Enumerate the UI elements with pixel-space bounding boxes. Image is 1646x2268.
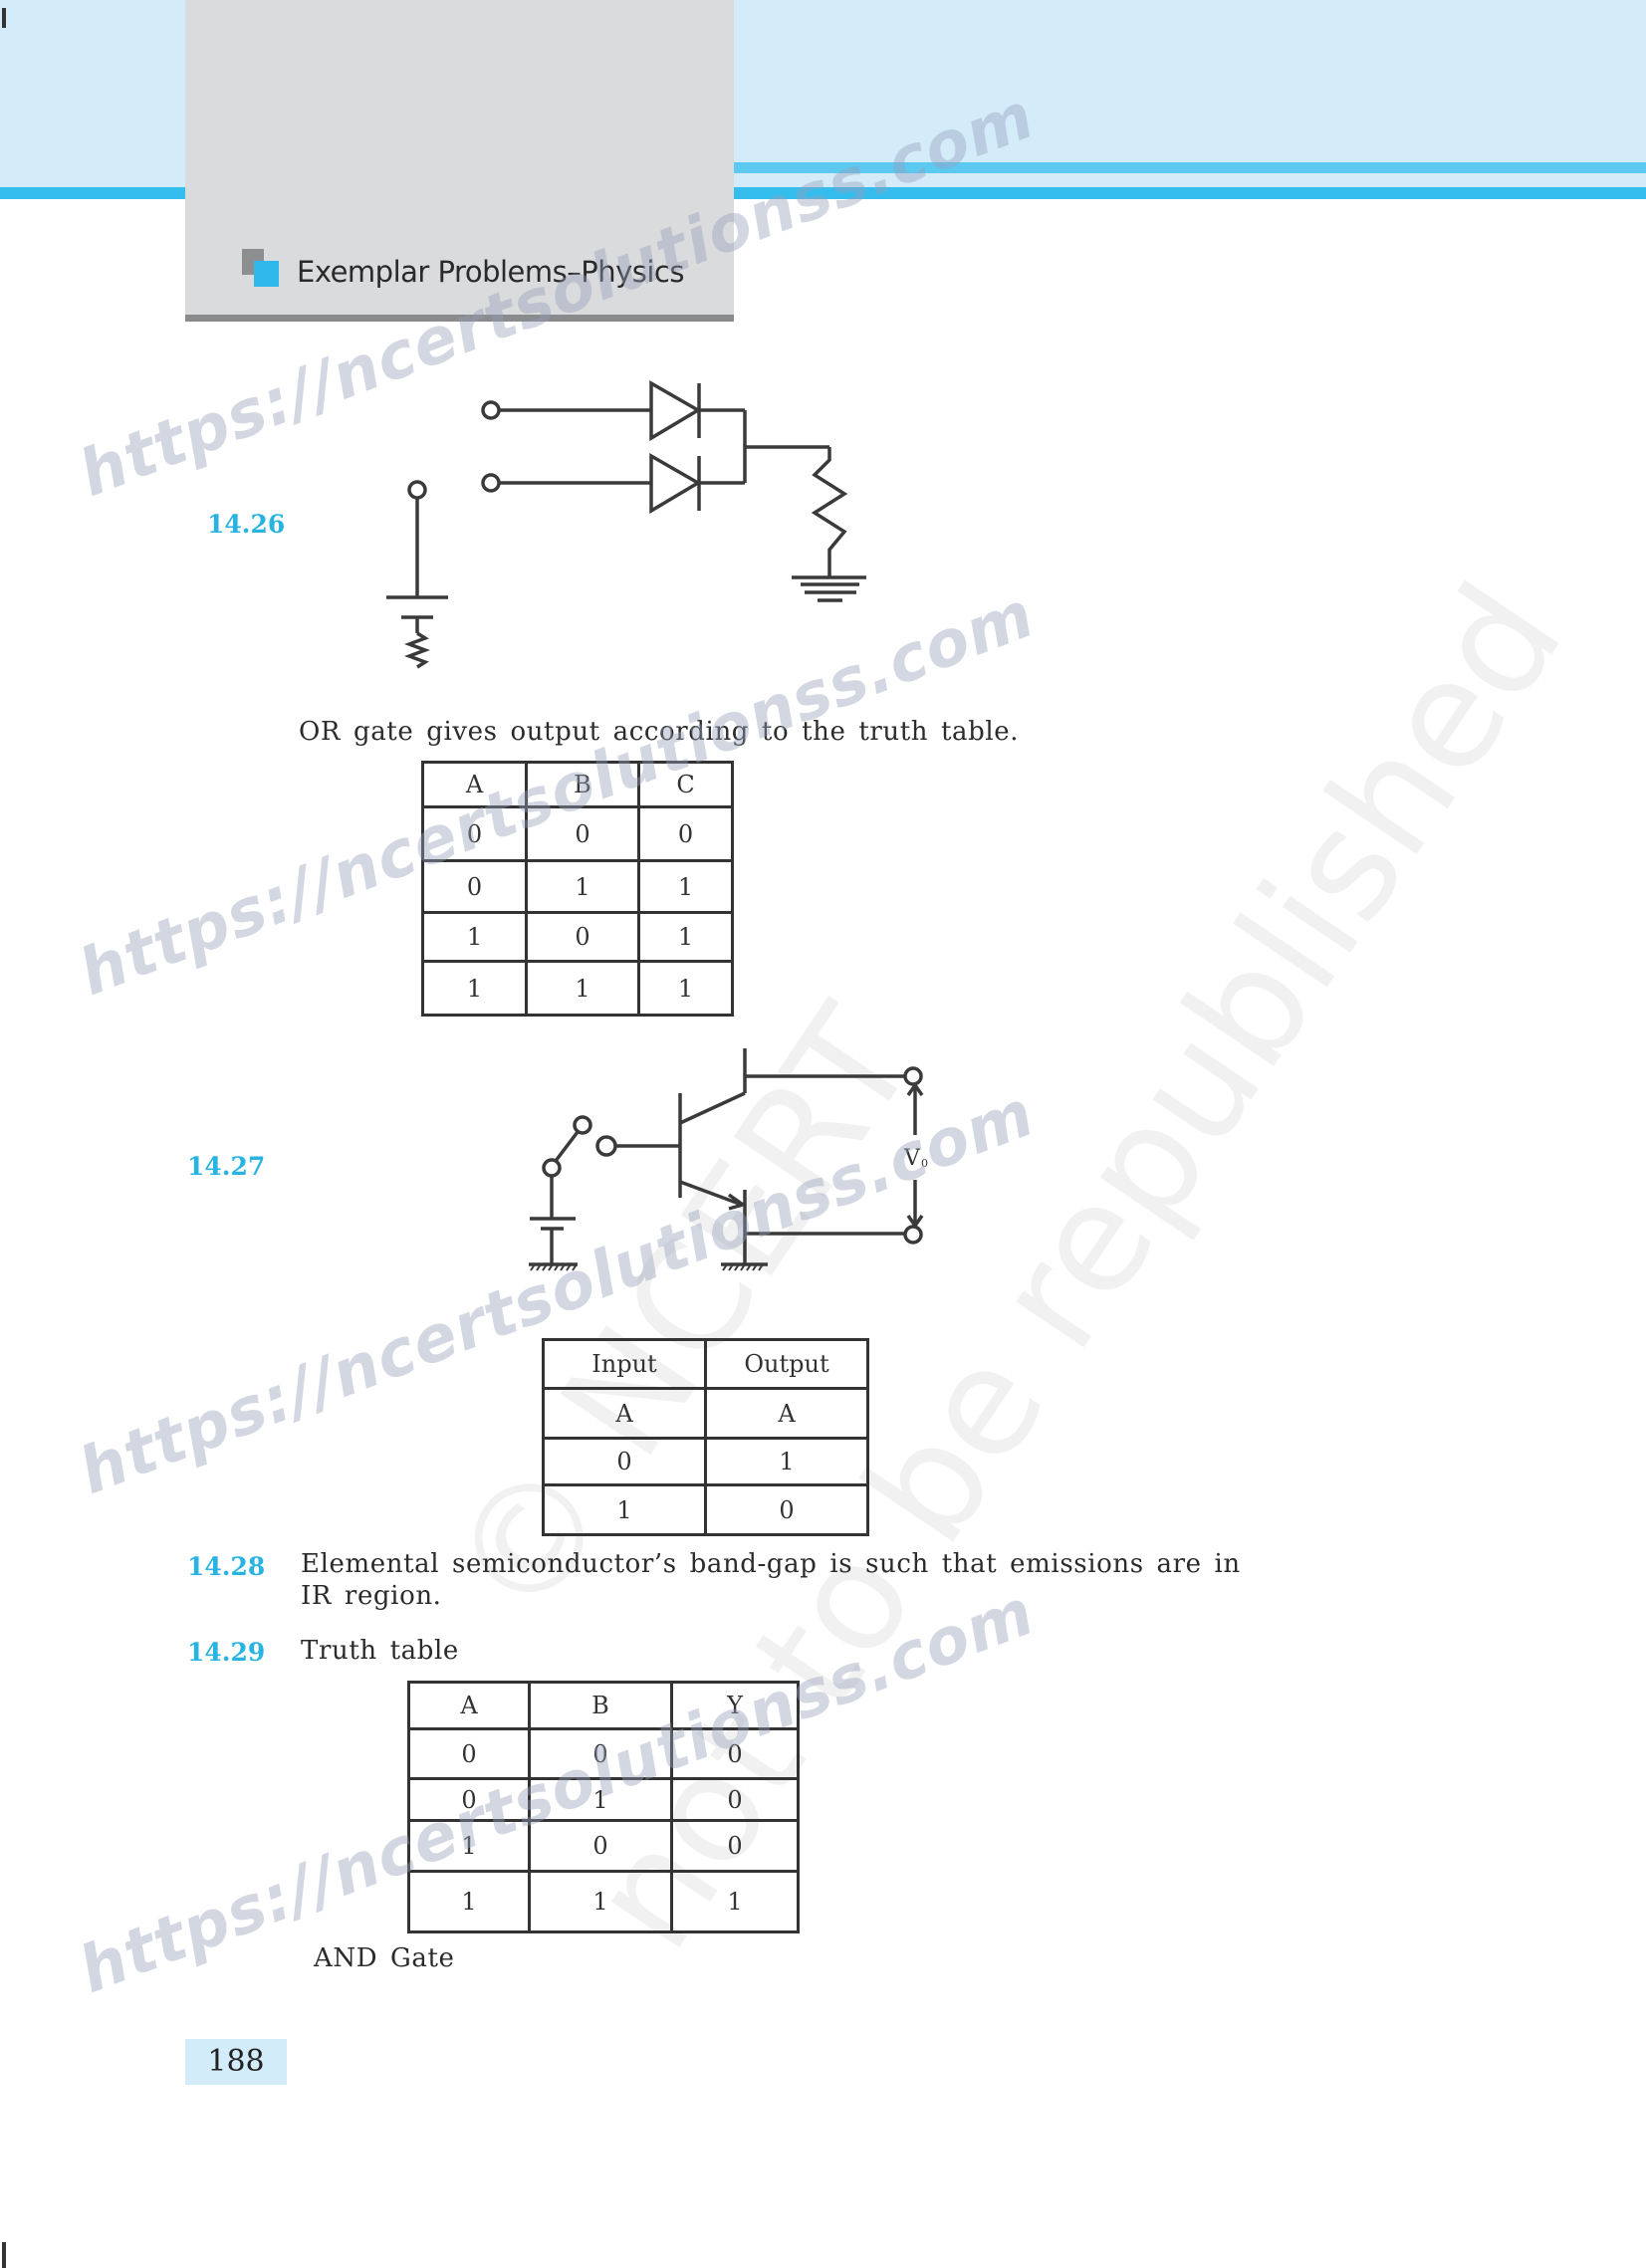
table-row: 0 1 xyxy=(542,1437,869,1486)
table-cell: 1 xyxy=(407,1819,531,1873)
answer-14-28-line1: Elemental semiconductor’s band-gap is su… xyxy=(301,1549,1241,1579)
question-number-14-29: 14.29 xyxy=(187,1638,266,1667)
table-cell: 0 xyxy=(525,911,640,963)
table-row: 0 0 0 xyxy=(421,805,734,862)
header-cell: A xyxy=(407,1681,531,1730)
and-gate-caption: AND Gate xyxy=(314,1943,455,1973)
vout-subscript: 0 xyxy=(921,1157,928,1170)
table-cell: 1 xyxy=(637,859,734,914)
table-cell: 0 xyxy=(670,1727,800,1780)
table-row: 1 1 1 xyxy=(407,1870,800,1933)
not-gate-truth-table: Input Output A A 0 1 1 0 xyxy=(542,1338,869,1536)
table-cell: 1 xyxy=(704,1437,869,1486)
question-number-14-26: 14.26 xyxy=(207,510,286,539)
table-cell: 0 xyxy=(421,805,528,862)
book-title: Exemplar Problems–Physics xyxy=(297,255,684,289)
table-row: 0 0 0 xyxy=(407,1727,800,1780)
table-cell: 1 xyxy=(637,960,734,1017)
table-header-row: A B C xyxy=(421,761,734,808)
table-cell: 0 xyxy=(542,1437,707,1486)
table-cell: 1 xyxy=(528,1777,673,1822)
table-cell: 0 xyxy=(637,805,734,862)
header-cell: Y xyxy=(670,1681,800,1730)
table-cell: 1 xyxy=(670,1870,800,1933)
table-cell: 0 xyxy=(528,1819,673,1873)
answer-14-28-line2: IR region. xyxy=(301,1581,442,1611)
table-cell: 0 xyxy=(407,1727,531,1780)
table-subheader-row: A A xyxy=(542,1387,869,1440)
table-row: 1 0 1 xyxy=(421,911,734,963)
header-cell: C xyxy=(637,761,734,808)
table-row: 0 1 1 xyxy=(421,859,734,914)
table-cell: 1 xyxy=(421,911,528,963)
table-cell: 1 xyxy=(407,1870,531,1933)
answer-14-29-text: Truth table xyxy=(301,1636,459,1666)
and-gate-truth-table: A B Y 0 0 0 0 1 0 1 0 0 1 1 1 xyxy=(407,1681,800,1933)
table-cell: 0 xyxy=(670,1819,800,1873)
table-header-row: Input Output xyxy=(542,1338,869,1390)
crop-mark-top xyxy=(2,8,6,28)
table-header-row: A B Y xyxy=(407,1681,800,1730)
table-cell: 1 xyxy=(542,1483,707,1536)
header-cell: B xyxy=(525,761,640,808)
subheader-cell: A xyxy=(542,1387,707,1440)
header-cell: B xyxy=(528,1681,673,1730)
header-cell: Output xyxy=(704,1338,869,1390)
header-cell: A xyxy=(421,761,528,808)
or-gate-text: OR gate gives output according to the tr… xyxy=(299,717,1020,747)
table-row: 1 0 0 xyxy=(407,1819,800,1873)
table-cell: 1 xyxy=(421,960,528,1017)
or-gate-truth-table: A B C 0 0 0 0 1 1 1 0 1 1 1 1 xyxy=(421,761,734,1017)
header-stripe-top xyxy=(734,162,1646,173)
table-cell: 1 xyxy=(528,1870,673,1933)
book-logo-icon-front xyxy=(254,261,279,287)
subheader-cell: A xyxy=(704,1387,869,1440)
table-cell: 0 xyxy=(704,1483,869,1536)
vout-label: V xyxy=(903,1146,921,1171)
table-row: 1 1 1 xyxy=(421,960,734,1017)
table-row: 1 0 xyxy=(542,1483,869,1536)
table-row: 0 1 0 xyxy=(407,1777,800,1822)
table-cell: 0 xyxy=(528,1727,673,1780)
crop-mark-bottom xyxy=(2,2242,6,2268)
header-cell: Input xyxy=(542,1338,707,1390)
page-number: 188 xyxy=(185,2039,287,2085)
header-title-box-bar xyxy=(185,315,734,322)
table-cell: 1 xyxy=(637,911,734,963)
table-cell: 0 xyxy=(407,1777,531,1822)
table-cell: 1 xyxy=(525,960,640,1017)
table-cell: 0 xyxy=(421,859,528,914)
table-cell: 0 xyxy=(525,805,640,862)
question-number-14-27: 14.27 xyxy=(187,1152,266,1181)
question-number-14-28: 14.28 xyxy=(187,1552,266,1581)
table-cell: 0 xyxy=(670,1777,800,1822)
table-cell: 1 xyxy=(525,859,640,914)
